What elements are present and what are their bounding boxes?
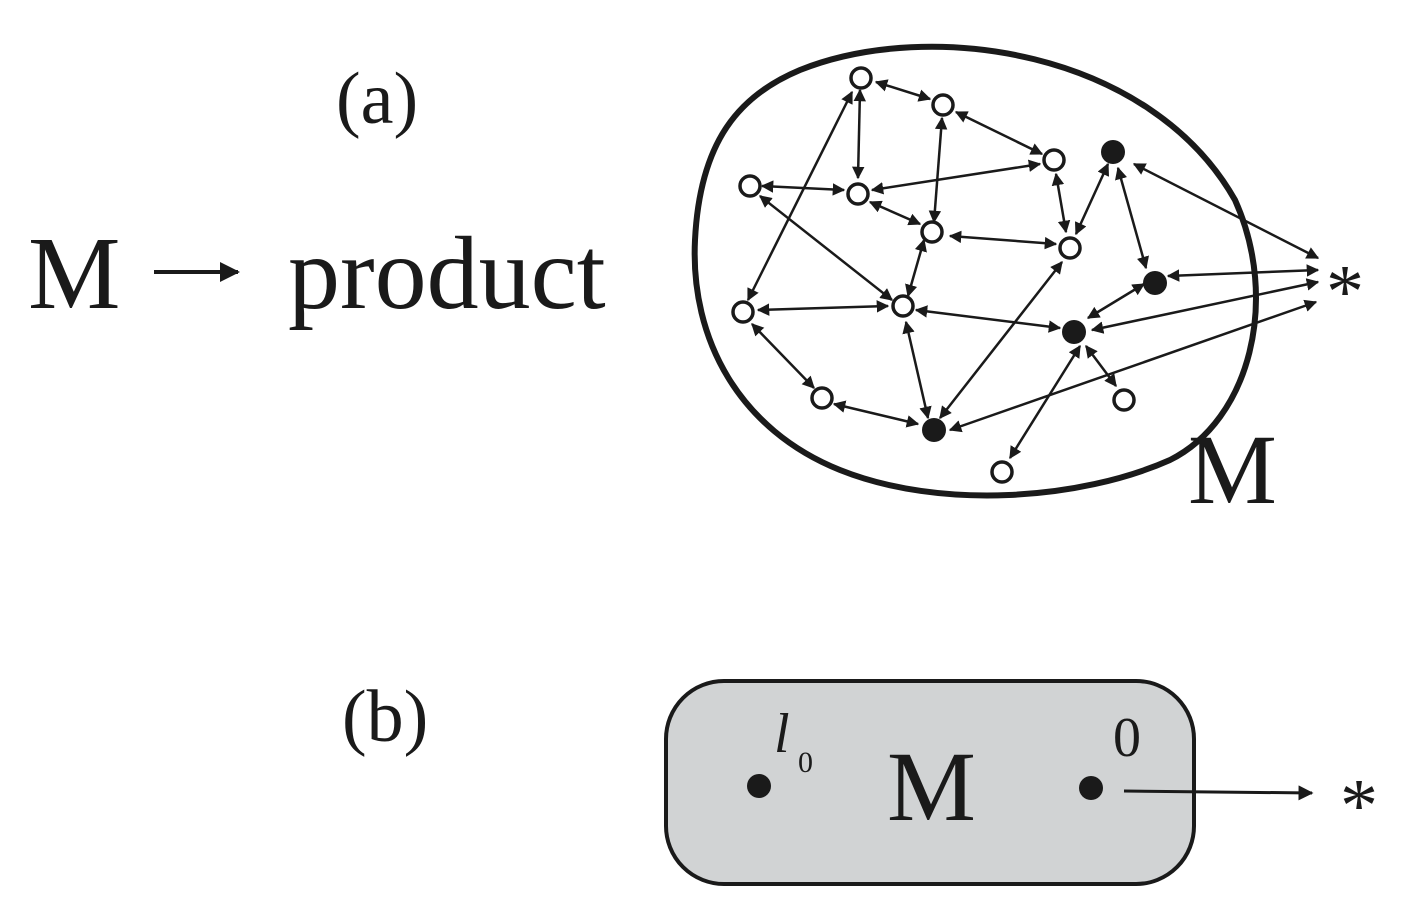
filled-node — [922, 418, 946, 442]
edge — [852, 88, 866, 180]
set-m-box — [664, 679, 1196, 886]
start-node — [747, 774, 771, 798]
start-node-label: l — [774, 703, 790, 765]
panel-a-label: (a) — [336, 58, 419, 140]
open-node — [731, 300, 755, 324]
panel-b-label: (b) — [342, 676, 429, 758]
end-node — [1079, 776, 1103, 800]
reactant-label: M — [28, 216, 121, 331]
edge — [746, 90, 854, 302]
edge — [751, 323, 815, 389]
end-node-label: 0 — [1113, 707, 1141, 769]
edge — [928, 116, 948, 224]
open-node — [920, 220, 944, 244]
edge — [760, 180, 846, 196]
filled-node — [1062, 320, 1086, 344]
network-edges — [746, 79, 1320, 460]
open-nodes — [731, 66, 1136, 484]
edge — [1086, 282, 1146, 320]
open-node — [849, 66, 873, 90]
edge — [1090, 278, 1320, 334]
open-node — [990, 460, 1014, 484]
edge — [902, 320, 932, 420]
edge — [1074, 162, 1110, 236]
edge — [948, 230, 1058, 250]
edge — [914, 305, 1062, 333]
sink-star-label: * — [1326, 250, 1364, 334]
edge — [905, 238, 927, 298]
edge — [954, 110, 1044, 156]
open-node — [810, 386, 834, 410]
box-m-label: M — [887, 731, 976, 842]
open-node — [1112, 388, 1136, 412]
open-node — [1042, 148, 1066, 172]
edge — [1115, 166, 1149, 270]
product-label: product — [288, 216, 606, 331]
filled-node — [1101, 140, 1125, 164]
edge — [1166, 264, 1320, 282]
filled-node — [1143, 271, 1167, 295]
start-node-subscript: 0 — [798, 746, 813, 779]
edge — [874, 79, 932, 102]
edge — [759, 195, 893, 301]
edge — [939, 261, 1063, 419]
edge — [870, 159, 1042, 195]
edge — [756, 300, 890, 316]
edge — [868, 200, 922, 226]
open-node — [846, 182, 870, 206]
filled-nodes — [922, 140, 1167, 442]
set-m-label: M — [1188, 414, 1277, 525]
open-node — [738, 174, 762, 198]
open-node — [891, 294, 915, 318]
sink-star-label-b: * — [1340, 764, 1378, 848]
set-m-boundary — [691, 43, 1259, 499]
exit-arrow — [1123, 785, 1314, 801]
edge — [1132, 162, 1320, 260]
edge — [1008, 344, 1082, 460]
edge — [1051, 172, 1071, 234]
open-node — [931, 93, 955, 117]
edge — [832, 400, 920, 428]
open-node — [1058, 236, 1082, 260]
